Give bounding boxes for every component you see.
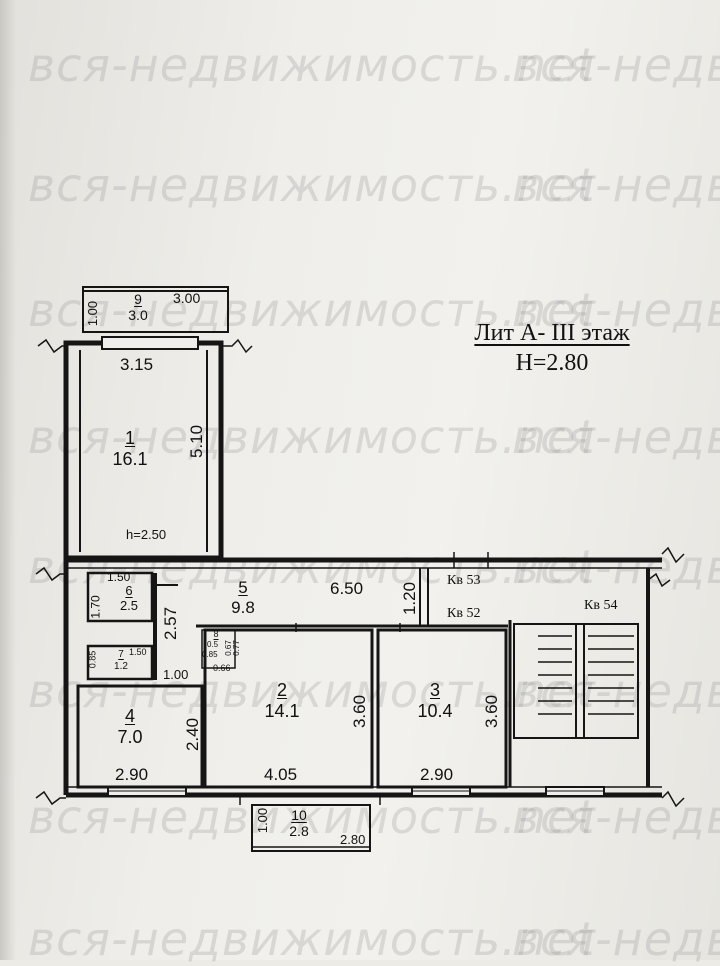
watermark: вся-недвижимость.net <box>28 790 596 844</box>
watermark: вся-недвижимость.net <box>512 283 720 337</box>
balcony-door-9 <box>101 336 199 350</box>
watermark: вся-недвижимость.net <box>512 912 720 966</box>
dim-room4-width: 2.90 <box>115 765 149 784</box>
room-2-walls <box>203 628 374 789</box>
dim-room4-length: 2.40 <box>183 717 203 752</box>
room-7-walls <box>86 644 154 681</box>
room-1-label: 1 16.1 <box>112 428 148 469</box>
paper-edge-shadow <box>0 0 16 960</box>
dim-balcony10-depth: 1.00 <box>255 807 271 834</box>
dim-room3-width: 2.90 <box>420 765 454 784</box>
plan-title: Лит А- III этаж <box>474 320 630 346</box>
room-2-label: 2 14.1 <box>264 680 300 721</box>
plan-height: H=2.80 <box>515 350 589 376</box>
watermark: вся-недвижимость.net <box>512 664 720 718</box>
watermark: вся-недвижимость.net <box>28 38 596 92</box>
room-9-label: 9 3.0 <box>128 291 148 324</box>
apartment-53-label: Кв 53 <box>447 573 481 588</box>
dim-balcony9-length: 3.00 <box>173 290 201 306</box>
room-8-area: 0.5 <box>207 640 219 649</box>
room-7-label: 7 1.2 <box>114 649 128 672</box>
room-3-label: 3 10.4 <box>417 680 453 721</box>
room-6-label: 6 2.5 <box>119 583 139 613</box>
plan-title-block: Лит А- III этаж H=2.80 <box>452 318 652 378</box>
dim-room2-length: 3.60 <box>350 694 370 729</box>
watermark: вся-недвижимость.net <box>512 790 720 844</box>
balcony-9-outline <box>82 286 229 333</box>
dim-room2-width: 4.05 <box>264 765 298 784</box>
dim-room6-width: 1.50 <box>107 570 131 584</box>
ceiling-height-note: h=2.50 <box>126 527 167 542</box>
watermark: вся-недвижимость.net <box>512 410 720 464</box>
watermark: вся-недвижимость.net <box>512 540 720 594</box>
dim-corridor-width: 1.20 <box>400 581 420 616</box>
dim-room1-length: 5.10 <box>187 424 207 459</box>
dim-room7-width: 1.50 <box>129 647 147 657</box>
dim-room8-depth: 0.85 <box>202 650 218 659</box>
apartment-52-label: Кв 52 <box>447 606 481 621</box>
room-6-walls <box>86 571 154 623</box>
apartment-54-label: Кв 54 <box>584 598 618 613</box>
dim-corridor-2-57: 2.57 <box>161 606 181 641</box>
room-5-label: 5 9.8 <box>231 578 255 617</box>
watermark: вся-недвижимость.net <box>28 158 596 212</box>
watermark: вся-недвижимость.net <box>28 912 596 966</box>
dim-corridor-length: 6.50 <box>330 579 364 598</box>
watermark: вся-недвижимость.net <box>28 664 596 718</box>
watermark: вся-недвижимость.net <box>28 540 596 594</box>
dim-room8-width: 0.66 <box>213 663 231 673</box>
room-10-label: 10 2.8 <box>289 807 309 840</box>
watermark: вся-недвижимость.net <box>28 410 596 464</box>
dim-room7-depth: 0.85 <box>87 650 98 669</box>
dim-balcony10-length: 2.80 <box>340 832 366 847</box>
watermark: вся-недвижимость.net <box>512 38 720 92</box>
room-3-walls <box>376 628 508 789</box>
dim-room6-length: 1.70 <box>88 595 103 619</box>
balcony-10-outline <box>251 804 371 852</box>
room-8-label: 8 <box>213 629 219 639</box>
dim-room8-0-77: 0.77 <box>231 640 241 656</box>
room-4-label: 4 7.0 <box>117 706 143 747</box>
dim-corridor-1-00: 1.00 <box>163 667 189 682</box>
dim-balcony9-depth: 1.00 <box>85 300 101 327</box>
watermark: вся-недвижимость.net <box>512 158 720 212</box>
room-4-walls <box>76 684 204 789</box>
dim-room3-length: 3.60 <box>482 694 502 729</box>
dim-room1-width: 3.15 <box>120 355 154 374</box>
